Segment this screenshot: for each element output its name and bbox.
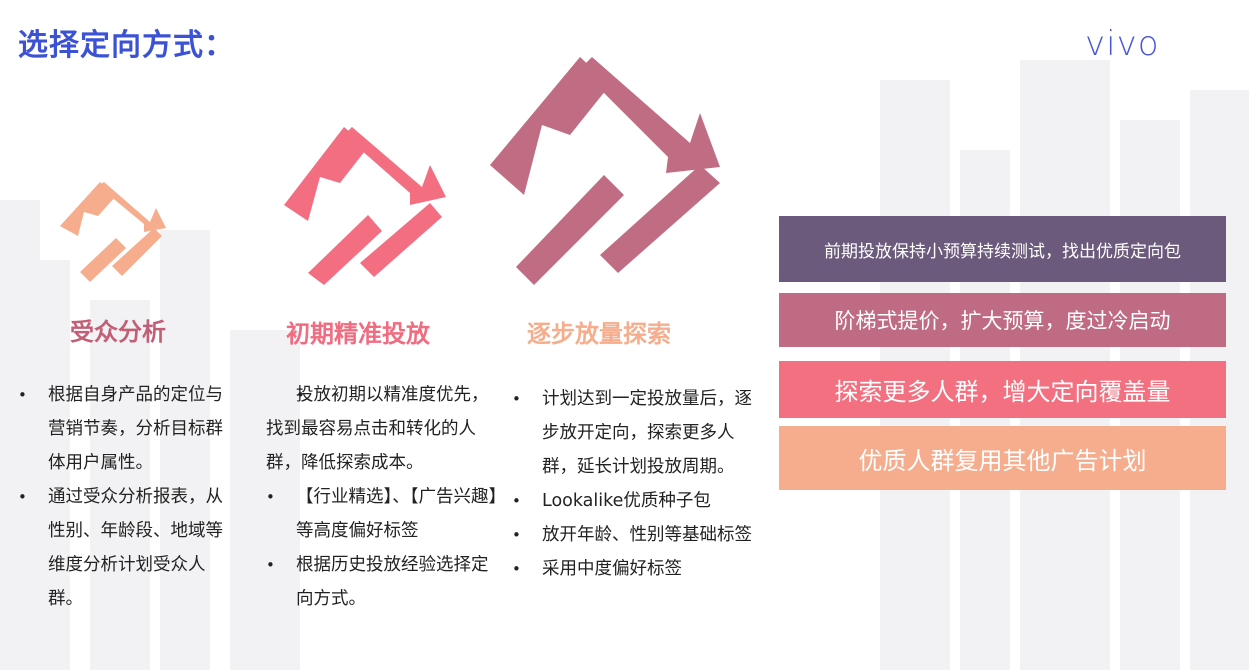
step-list-3: 计划达到一定投放量后，逐步放开定向，探索更多人群，延长计划投放周期。 Looka… [512,382,767,586]
list-item: 投放初期以精准度优先，找到最容易点击和转化的人群，降低探索成本。 [266,378,501,480]
arrow-shape-icon-large [490,57,720,285]
strategy-box-4: 优质人群复用其他广告计划 [779,426,1226,490]
list-item: 采用中度偏好标签 [512,552,767,586]
step-title-gradual-expansion: 逐步放量探索 [527,320,671,348]
list-item: 通过受众分析报表，从性别、年龄段、地域等维度分析计划受众人群。 [18,480,228,616]
step-list-2: 投放初期以精准度优先，找到最容易点击和转化的人群，降低探索成本。 【行业精选】、… [266,378,501,616]
strategy-box-1-text: 前期投放保持小预算持续测试，找出优质定向包 [824,241,1181,262]
page-title: 选择定向方式： [18,28,235,63]
strategy-box-4-text: 优质人群复用其他广告计划 [858,446,1147,475]
vivo-logo: vivo [1085,24,1160,64]
step-list-1: 根据自身产品的定位与营销节奏，分析目标群体用户属性。 通过受众分析报表，从性别、… [18,378,228,616]
list-item: 计划达到一定投放量后，逐步放开定向，探索更多人群，延长计划投放周期。 [512,382,767,484]
list-item: 根据历史投放经验选择定向方式。 [266,548,501,616]
strategy-box-3-text: 探索更多人群，增大定向覆盖量 [834,378,1171,406]
list-item: 根据自身产品的定位与营销节奏，分析目标群体用户属性。 [18,378,228,480]
arrow-shape-icon-small [60,182,166,282]
strategy-box-2: 阶梯式提价，扩大预算，度过冷启动 [779,293,1226,347]
step-title-initial-precise: 初期精准投放 [286,320,430,348]
list-item: Lookalike优质种子包 [512,484,767,518]
strategy-box-3: 探索更多人群，增大定向覆盖量 [779,361,1226,418]
step-title-audience-analysis: 受众分析 [70,318,166,346]
strategy-box-1: 前期投放保持小预算持续测试，找出优质定向包 [779,216,1226,282]
arrow-shape-icon-medium [284,127,446,285]
list-item: 放开年龄、性别等基础标签 [512,518,767,552]
list-item: 【行业精选】、【广告兴趣】等高度偏好标签 [266,480,501,548]
strategy-box-2-text: 阶梯式提价，扩大预算，度过冷启动 [834,309,1171,333]
